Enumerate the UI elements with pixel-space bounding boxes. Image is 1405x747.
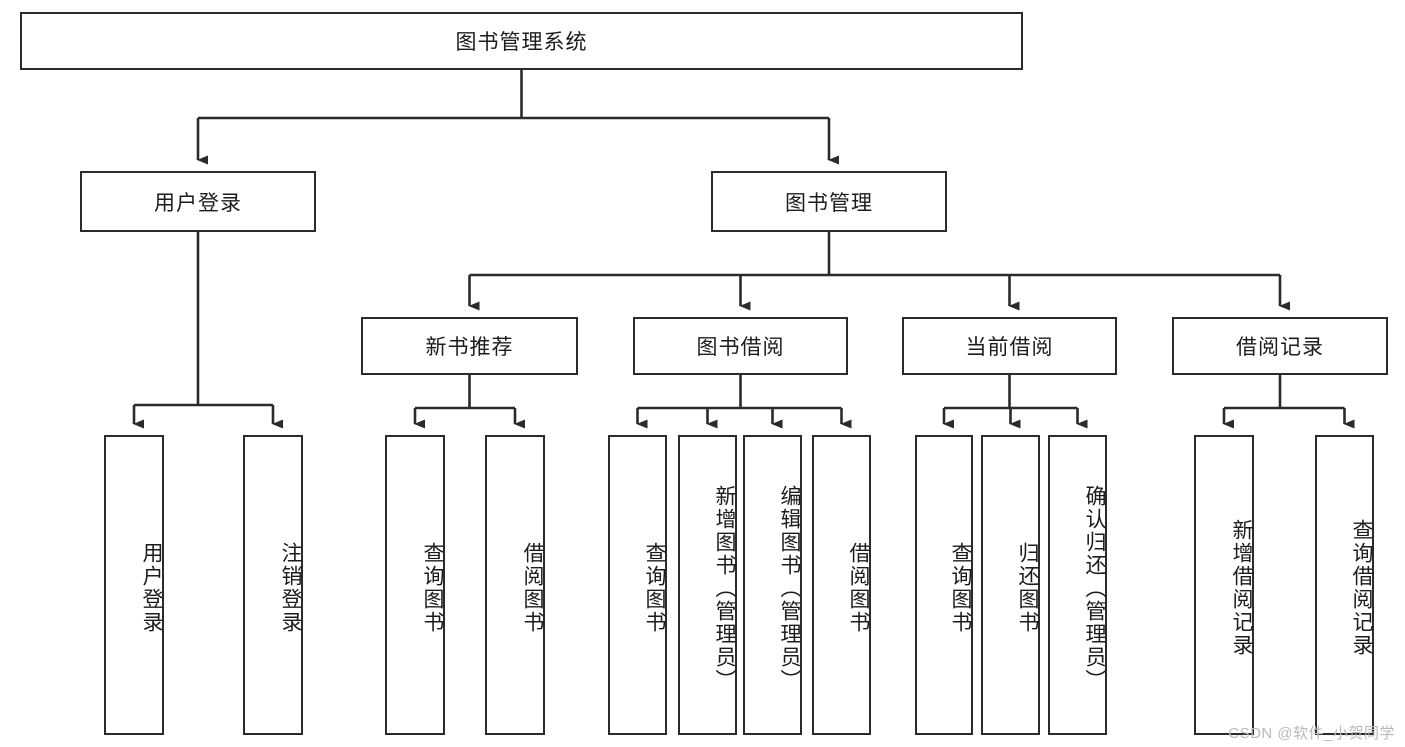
node-label: 归还图书	[1016, 542, 1039, 634]
node-label: 确认归还（管理员）	[1083, 484, 1106, 692]
node-leaf-query-book-1[interactable]: 查询图书	[385, 435, 445, 735]
node-label: 查询借阅记录	[1350, 519, 1373, 657]
watermark: CSDN @软件_小贺同学	[1228, 725, 1395, 742]
node-root[interactable]: 图书管理系统	[20, 12, 1023, 70]
node-current-borrow[interactable]: 当前借阅	[902, 317, 1117, 375]
node-label: 图书借阅	[696, 336, 785, 359]
node-book-borrow[interactable]: 图书借阅	[633, 317, 848, 375]
node-label: 借阅记录	[1236, 336, 1324, 359]
node-label: 新增借阅记录	[1230, 519, 1253, 657]
node-leaf-borrow-book-1[interactable]: 借阅图书	[485, 435, 545, 735]
node-leaf-add-record[interactable]: 新增借阅记录	[1194, 435, 1254, 735]
node-leaf-logout[interactable]: 注销登录	[243, 435, 303, 735]
node-label: 图书管理系统	[455, 31, 588, 54]
node-label: 查询图书	[421, 542, 444, 634]
node-label: 借阅图书	[521, 542, 544, 634]
node-label: 借阅图书	[847, 542, 870, 634]
node-leaf-return-book[interactable]: 归还图书	[981, 435, 1040, 735]
node-label: 注销登录	[279, 542, 302, 634]
node-leaf-confirm-return[interactable]: 确认归还（管理员）	[1048, 435, 1107, 735]
node-leaf-user-login[interactable]: 用户登录	[104, 435, 164, 735]
node-label: 查询图书	[949, 542, 972, 634]
node-label: 编辑图书（管理员）	[778, 484, 801, 692]
node-label: 查询图书	[643, 542, 666, 634]
node-label: 用户登录	[140, 542, 163, 634]
node-label: 用户登录	[154, 191, 242, 215]
node-borrow-record[interactable]: 借阅记录	[1172, 317, 1388, 375]
node-label: 图书管理	[785, 191, 873, 215]
node-leaf-edit-book[interactable]: 编辑图书（管理员）	[743, 435, 802, 735]
node-leaf-query-record[interactable]: 查询借阅记录	[1315, 435, 1374, 735]
node-book-manage[interactable]: 图书管理	[711, 171, 947, 232]
node-label: 新增图书（管理员）	[713, 484, 736, 692]
node-label: 新书推荐	[425, 336, 514, 359]
node-leaf-query-book-3[interactable]: 查询图书	[915, 435, 973, 735]
node-leaf-add-book[interactable]: 新增图书（管理员）	[678, 435, 737, 735]
node-user-login[interactable]: 用户登录	[80, 171, 316, 232]
node-label: 当前借阅	[965, 336, 1054, 359]
node-leaf-borrow-book-2[interactable]: 借阅图书	[812, 435, 871, 735]
node-leaf-query-book-2[interactable]: 查询图书	[608, 435, 667, 735]
node-new-book-rec[interactable]: 新书推荐	[361, 317, 578, 375]
